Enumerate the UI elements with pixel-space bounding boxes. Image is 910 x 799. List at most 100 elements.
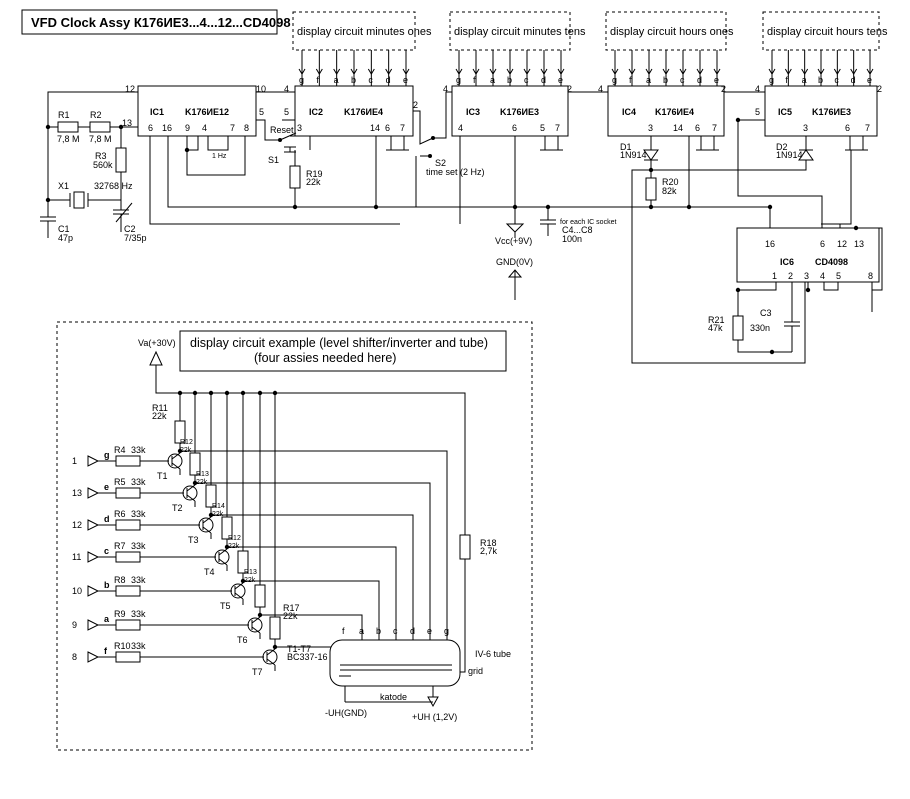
r2-value: 7,8 M (89, 134, 112, 144)
base-resistor (115, 519, 141, 531)
ic2-pin4: 4 (284, 84, 289, 94)
display-arrow (768, 68, 776, 75)
ic3-ref: IC3 (466, 107, 480, 117)
junction (257, 612, 263, 618)
ic6-pin3: 3 (804, 271, 809, 281)
display-arrow (850, 68, 858, 75)
junction (177, 448, 183, 454)
tube-pin-b: b (376, 626, 381, 636)
tx-label: T1-T7 (287, 644, 311, 654)
ic4-pin6: 6 (695, 123, 700, 133)
collector-r-value: 22k (244, 577, 256, 584)
ic3: IC3 K176ИЕ3 4 2 4 6 5 7 (443, 84, 572, 137)
r11-ref: R11 (152, 403, 168, 413)
base-r-ref: R4 (114, 445, 126, 455)
title-box (21, 9, 278, 35)
ic5-ref: IC5 (778, 107, 792, 117)
display-seg-letter: b (351, 75, 356, 85)
ic6-pin4: 4 (820, 271, 825, 281)
ic4-pin7: 7 (712, 123, 717, 133)
tube-pin-e: e (427, 626, 432, 636)
transistor (167, 453, 183, 469)
example-title-2: (four assies needed here) (254, 351, 396, 365)
example-title-box (179, 330, 507, 372)
display-seg-letter: g (612, 75, 617, 85)
x1-ref: X1 (58, 181, 69, 191)
ic3-pin2: 2 (567, 84, 572, 94)
display-arrow (455, 68, 463, 75)
display-seg-letter: d (697, 75, 702, 85)
display-seg-letter: c (524, 75, 529, 85)
display-seg-letter: a (334, 75, 339, 85)
display-arrow (662, 68, 670, 75)
display-arrow (557, 68, 565, 75)
input-arrow (87, 585, 100, 597)
base-resistor (115, 455, 141, 467)
display-seg-letter: b (818, 75, 823, 85)
ic1-pin10: 10 (256, 84, 266, 94)
junction (177, 390, 183, 396)
input-arrow (87, 651, 100, 663)
input-seg-5: a (104, 614, 110, 624)
display-arrow (523, 68, 531, 75)
base-resistor (115, 585, 141, 597)
transistor (198, 517, 214, 533)
input-arrow (87, 619, 100, 631)
display-seg-letter: d (851, 75, 856, 85)
display-seg-letter: c (680, 75, 685, 85)
junction (240, 390, 246, 396)
tube-pin-g: g (444, 626, 449, 636)
display-seg-letter: a (646, 75, 651, 85)
c2-value: 7/35p (124, 233, 147, 243)
s2-label: S2 (435, 158, 446, 168)
display-arrow (540, 68, 548, 75)
ic3-pin4b: 4 (458, 123, 463, 133)
r19-value: 22k (306, 177, 321, 187)
ic4: IC4 K176ИЕ4 4 2 3 14 6 7 (598, 84, 726, 137)
transistor (214, 549, 230, 565)
ic2-pin7: 7 (400, 123, 405, 133)
vcc-label: Vcc(+9V) (495, 236, 532, 246)
ic6-pin2: 2 (788, 271, 793, 281)
base-r-value: 33k (131, 641, 146, 651)
transistor-ref: T2 (172, 503, 183, 513)
junction (208, 512, 214, 518)
input-arrow (87, 519, 100, 531)
ic5-pin5: 5 (755, 107, 760, 117)
transistor (182, 485, 198, 501)
tx-part: BC337-16 (287, 652, 328, 662)
input-seg-4: b (104, 580, 110, 590)
collector-r-ref: R13 (244, 569, 257, 576)
ic6-pin12: 12 (837, 239, 847, 249)
collector-resistor (269, 616, 281, 640)
input-pin-1: 13 (72, 488, 82, 498)
ic4-pin3: 3 (648, 123, 653, 133)
ic1-pin13: 13 (122, 118, 132, 128)
input-pin-6: 8 (72, 652, 77, 662)
display-seg-letter: e (403, 75, 408, 85)
ic6-pin5: 5 (836, 271, 841, 281)
collector-r-value: 22k (212, 511, 224, 518)
display-label-4: display circuit hours tens (767, 26, 888, 38)
transistor-ref: T4 (204, 567, 215, 577)
display-arrow (333, 68, 341, 75)
ic1-pin12: 12 (125, 84, 135, 94)
base-resistor (115, 551, 141, 563)
ic1-pin5: 5 (259, 107, 264, 117)
input-pin-3: 11 (72, 552, 81, 562)
ic6-part: CD4098 (815, 257, 848, 267)
display-arrow (628, 68, 636, 75)
r18-value: 2,7k (480, 546, 498, 556)
display-arrow (713, 68, 721, 75)
collector-r-value: 22k (228, 543, 240, 550)
display-arrow (784, 68, 792, 75)
input-seg-1: e (104, 482, 109, 492)
ic6: IC6 CD4098 16 6 12 13 1 2 3 4 5 8 (736, 227, 880, 283)
junction (192, 480, 198, 486)
ic1: IC1 K176ИЕ12 12 10 6 16 9 4 7 8 13 5 1 H… (122, 84, 266, 160)
base-r-value: 33k (131, 575, 146, 585)
uh-minus-label: -UH(GND) (325, 708, 367, 718)
junction (192, 390, 198, 396)
ic2-pin2: 2 (413, 100, 418, 110)
